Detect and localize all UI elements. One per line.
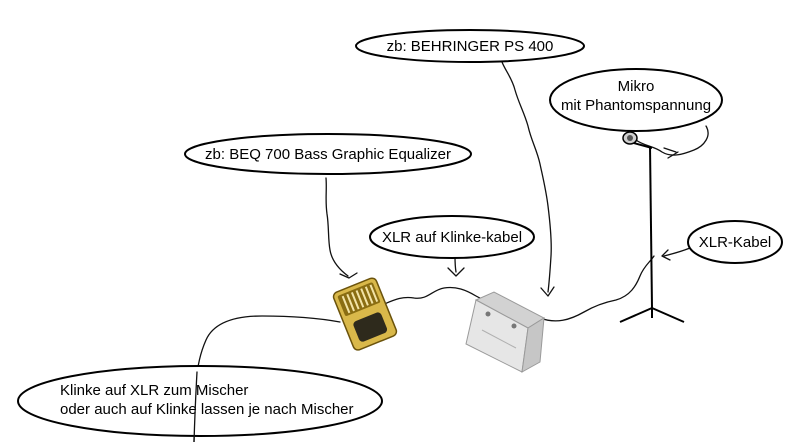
xlr-klinke-label: XLR auf Klinke-kabel [382,229,522,246]
bubble-xlr-klinke: XLR auf Klinke-kabel [369,215,535,259]
ps400-pointer-line [501,61,552,293]
bubble-mixer: Klinke auf XLR zum Mischer oder auch auf… [17,365,383,437]
ps400-phantom-power [465,291,546,373]
ps400-label: zb: BEHRINGER PS 400 [387,38,554,55]
mic-stand [619,141,685,323]
mixer-label-line2: oder auch auf Klinke lassen je nach Misc… [60,401,354,418]
microphone-icon [622,131,638,145]
mixer-label-line1: Klinke auf XLR zum Mischer [60,382,248,399]
mic-label-line1: Mikro [618,78,655,95]
mic-cable [635,125,709,156]
xlr-klinke-pointer-arrow [447,267,465,277]
bubble-xlr-kabel: XLR-Kabel [687,220,783,264]
xlr-cable [539,255,655,322]
xlr-kabel-label: XLR-Kabel [699,234,772,251]
beq-pointer-arrow [339,272,358,279]
beq-label: zb: BEQ 700 Bass Graphic Equalizer [205,146,451,163]
mic-label-line2: mit Phantomspannung [561,97,711,114]
mic-pointer [663,147,679,159]
equalizer-pedal [332,277,398,351]
xlr-kabel-pointer [661,247,691,261]
ps400-pointer-arrow [540,286,555,297]
mixer-cable-overlay [193,371,198,442]
bubble-beq: zb: BEQ 700 Bass Graphic Equalizer [184,133,472,175]
bubble-ps400: zb: BEHRINGER PS 400 [355,29,585,63]
bubble-mic: Mikro mit Phantomspannung [549,68,723,132]
beq-pointer-line [325,177,349,277]
